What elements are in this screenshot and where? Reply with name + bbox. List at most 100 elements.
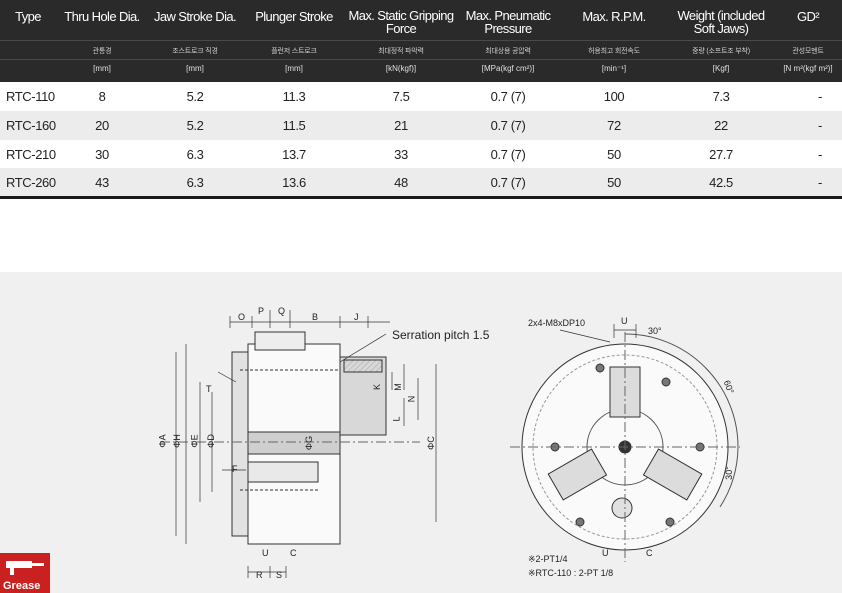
dim-s-label: S xyxy=(276,570,283,580)
table-bottom-rule xyxy=(0,196,842,199)
cell-gripping-force: 48 xyxy=(394,175,408,190)
cell-plunger-stroke: 11.5 xyxy=(282,118,306,133)
col-name: GD² xyxy=(796,9,820,24)
col-name: Thru Hole Dia. xyxy=(64,9,140,24)
header-divider xyxy=(0,59,842,60)
cell-rpm: 50 xyxy=(607,147,621,162)
cell-thru-hole: 43 xyxy=(95,175,109,190)
front-bottom-u-label: U xyxy=(602,548,609,558)
angle-label-top: 30° xyxy=(648,326,662,336)
dim-k-label: K xyxy=(372,383,383,391)
center-bore xyxy=(247,431,341,455)
col-sub: 조스트로크 직경 xyxy=(172,48,218,55)
cell-pressure: 0.7 (7) xyxy=(490,89,526,104)
cell-rpm: 72 xyxy=(607,118,621,133)
cell-type: RTC-210 xyxy=(6,147,56,162)
col-name: Type xyxy=(15,9,41,24)
cell-gripping-force: 33 xyxy=(394,147,408,162)
cell-jaw-stroke: 5.2 xyxy=(186,89,204,104)
grease-label: Grease xyxy=(3,580,41,592)
col-header-weight: Weight (included Soft Jaws) 중량 (소프트조 부착)… xyxy=(668,0,774,82)
drawing-canvas xyxy=(160,310,740,578)
cell-weight: 7.3 xyxy=(712,89,730,104)
col-unit: [mm] xyxy=(285,64,303,73)
col-name: Plunger Stroke xyxy=(255,9,333,24)
cell-plunger-stroke: 13.6 xyxy=(282,175,306,190)
header-divider xyxy=(0,40,842,41)
col-name: Max. R.P.M. xyxy=(582,9,646,24)
col-unit: [mm] xyxy=(186,64,204,73)
col-header-pneumatic-pressure: Max. Pneumatic Pressure 최대상용 공압력 [MPa(kg… xyxy=(456,0,560,82)
dim-b-label: B xyxy=(312,312,319,322)
cell-gripping-force: 7.5 xyxy=(392,89,410,104)
angle-label-lower: 30° xyxy=(723,466,734,480)
table-row: RTC-110 8 5.2 11.3 7.5 0.7 (7) 100 7.3 - xyxy=(0,82,842,111)
col-sub: 관통경 xyxy=(92,48,112,55)
front-bottom-c-label: C xyxy=(646,548,653,558)
dim-phi-g-label: ΦG xyxy=(304,435,315,451)
col-unit: [Kgf] xyxy=(712,64,730,73)
col-name: Max. Static Gripping Force xyxy=(348,8,454,36)
cell-thru-hole: 8 xyxy=(98,89,106,104)
dim-n-label: N xyxy=(406,395,417,403)
port-note-1: ※2-PT1/4 xyxy=(528,554,568,564)
front-jaw-right xyxy=(642,448,703,501)
dim-o-label: O xyxy=(238,312,246,322)
cell-pressure: 0.7 (7) xyxy=(490,175,526,190)
cell-weight: 27.7 xyxy=(709,147,733,162)
port-note-2: ※RTC-110 : 2-PT 1/8 xyxy=(528,568,614,578)
col-sub: 최대상용 공압력 xyxy=(485,48,531,55)
cell-type: RTC-260 xyxy=(6,175,56,190)
col-sub: 중량 (소프트조 부착) xyxy=(692,48,750,55)
grease-badge: Grease xyxy=(0,553,50,593)
col-header-gd2: GD² 관성모멘트 [N m²(kgf m²)] xyxy=(774,0,842,82)
dim-r-label: R xyxy=(256,570,263,580)
col-unit: [mm] xyxy=(93,64,111,73)
serration-pitch-label: Serration pitch 1.5 xyxy=(392,328,490,342)
table-row: RTC-160 20 5.2 11.5 21 0.7 (7) 72 22 - xyxy=(0,111,842,140)
dim-q-label: Q xyxy=(278,306,286,316)
cell-jaw-stroke: 5.2 xyxy=(186,118,204,133)
cell-weight: 22 xyxy=(714,118,728,133)
chuck-flange xyxy=(231,351,249,537)
spec-table: Type Thru Hole Dia. 관통경 [mm] Jaw Stroke … xyxy=(0,0,842,203)
cell-plunger-stroke: 11.3 xyxy=(282,89,306,104)
dim-c-label: C xyxy=(290,548,297,558)
col-name: Weight (included Soft Jaws) xyxy=(677,8,766,36)
col-sub: 최대정적 파악력 xyxy=(378,48,424,55)
table-header: Type Thru Hole Dia. 관통경 [mm] Jaw Stroke … xyxy=(0,0,842,82)
col-header-max-rpm: Max. R.P.M. 허용최고 회전속도 [min⁻¹] xyxy=(560,0,668,82)
serration xyxy=(343,359,383,373)
cell-thru-hole: 30 xyxy=(95,147,109,162)
top-jaw-block xyxy=(254,331,306,351)
col-header-gripping-force: Max. Static Gripping Force 최대정적 파악력 [kN(… xyxy=(346,0,456,82)
cell-gd2: - xyxy=(818,89,822,104)
cell-plunger-stroke: 13.7 xyxy=(282,147,306,162)
cell-gd2: - xyxy=(818,118,822,133)
cell-type: RTC-160 xyxy=(6,118,56,133)
plunger xyxy=(247,461,319,483)
dim-p-label: P xyxy=(258,306,265,316)
col-header-type: Type xyxy=(0,0,56,82)
col-name: Jaw Stroke Dia. xyxy=(153,9,237,24)
col-unit: [MPa(kgf cm²)] xyxy=(481,64,535,73)
col-sub: 허용최고 회전속도 xyxy=(588,48,640,55)
table-row: RTC-210 30 6.3 13.7 33 0.7 (7) 50 27.7 - xyxy=(0,140,842,169)
technical-drawing: Serration pitch 1.5 O P Q B J ΦA ΦH ΦE Φ… xyxy=(0,272,842,593)
dim-phi-a-label: ΦA xyxy=(157,434,168,448)
col-header-jaw-stroke: Jaw Stroke Dia. 조스트로크 직경 [mm] xyxy=(148,0,242,82)
side-view-dimensions xyxy=(175,310,437,578)
cell-gripping-force: 21 xyxy=(394,118,408,133)
dim-phi-d-label: ΦD xyxy=(205,434,216,448)
dim-phi-e-label: ΦE xyxy=(189,434,200,448)
col-unit: [kN(kgf)] xyxy=(385,64,417,73)
col-header-plunger-stroke: Plunger Stroke 플런저 스트로크 [mm] xyxy=(242,0,346,82)
cell-rpm: 50 xyxy=(607,175,621,190)
dim-f-label: F xyxy=(232,464,238,474)
col-sub: 플런저 스트로크 xyxy=(271,48,317,55)
cell-jaw-stroke: 6.3 xyxy=(186,175,204,190)
col-unit: [N m²(kgf m²)] xyxy=(783,64,833,73)
dim-l-label: L xyxy=(391,416,402,422)
cell-gd2: - xyxy=(818,175,822,190)
cell-rpm: 100 xyxy=(603,89,625,104)
